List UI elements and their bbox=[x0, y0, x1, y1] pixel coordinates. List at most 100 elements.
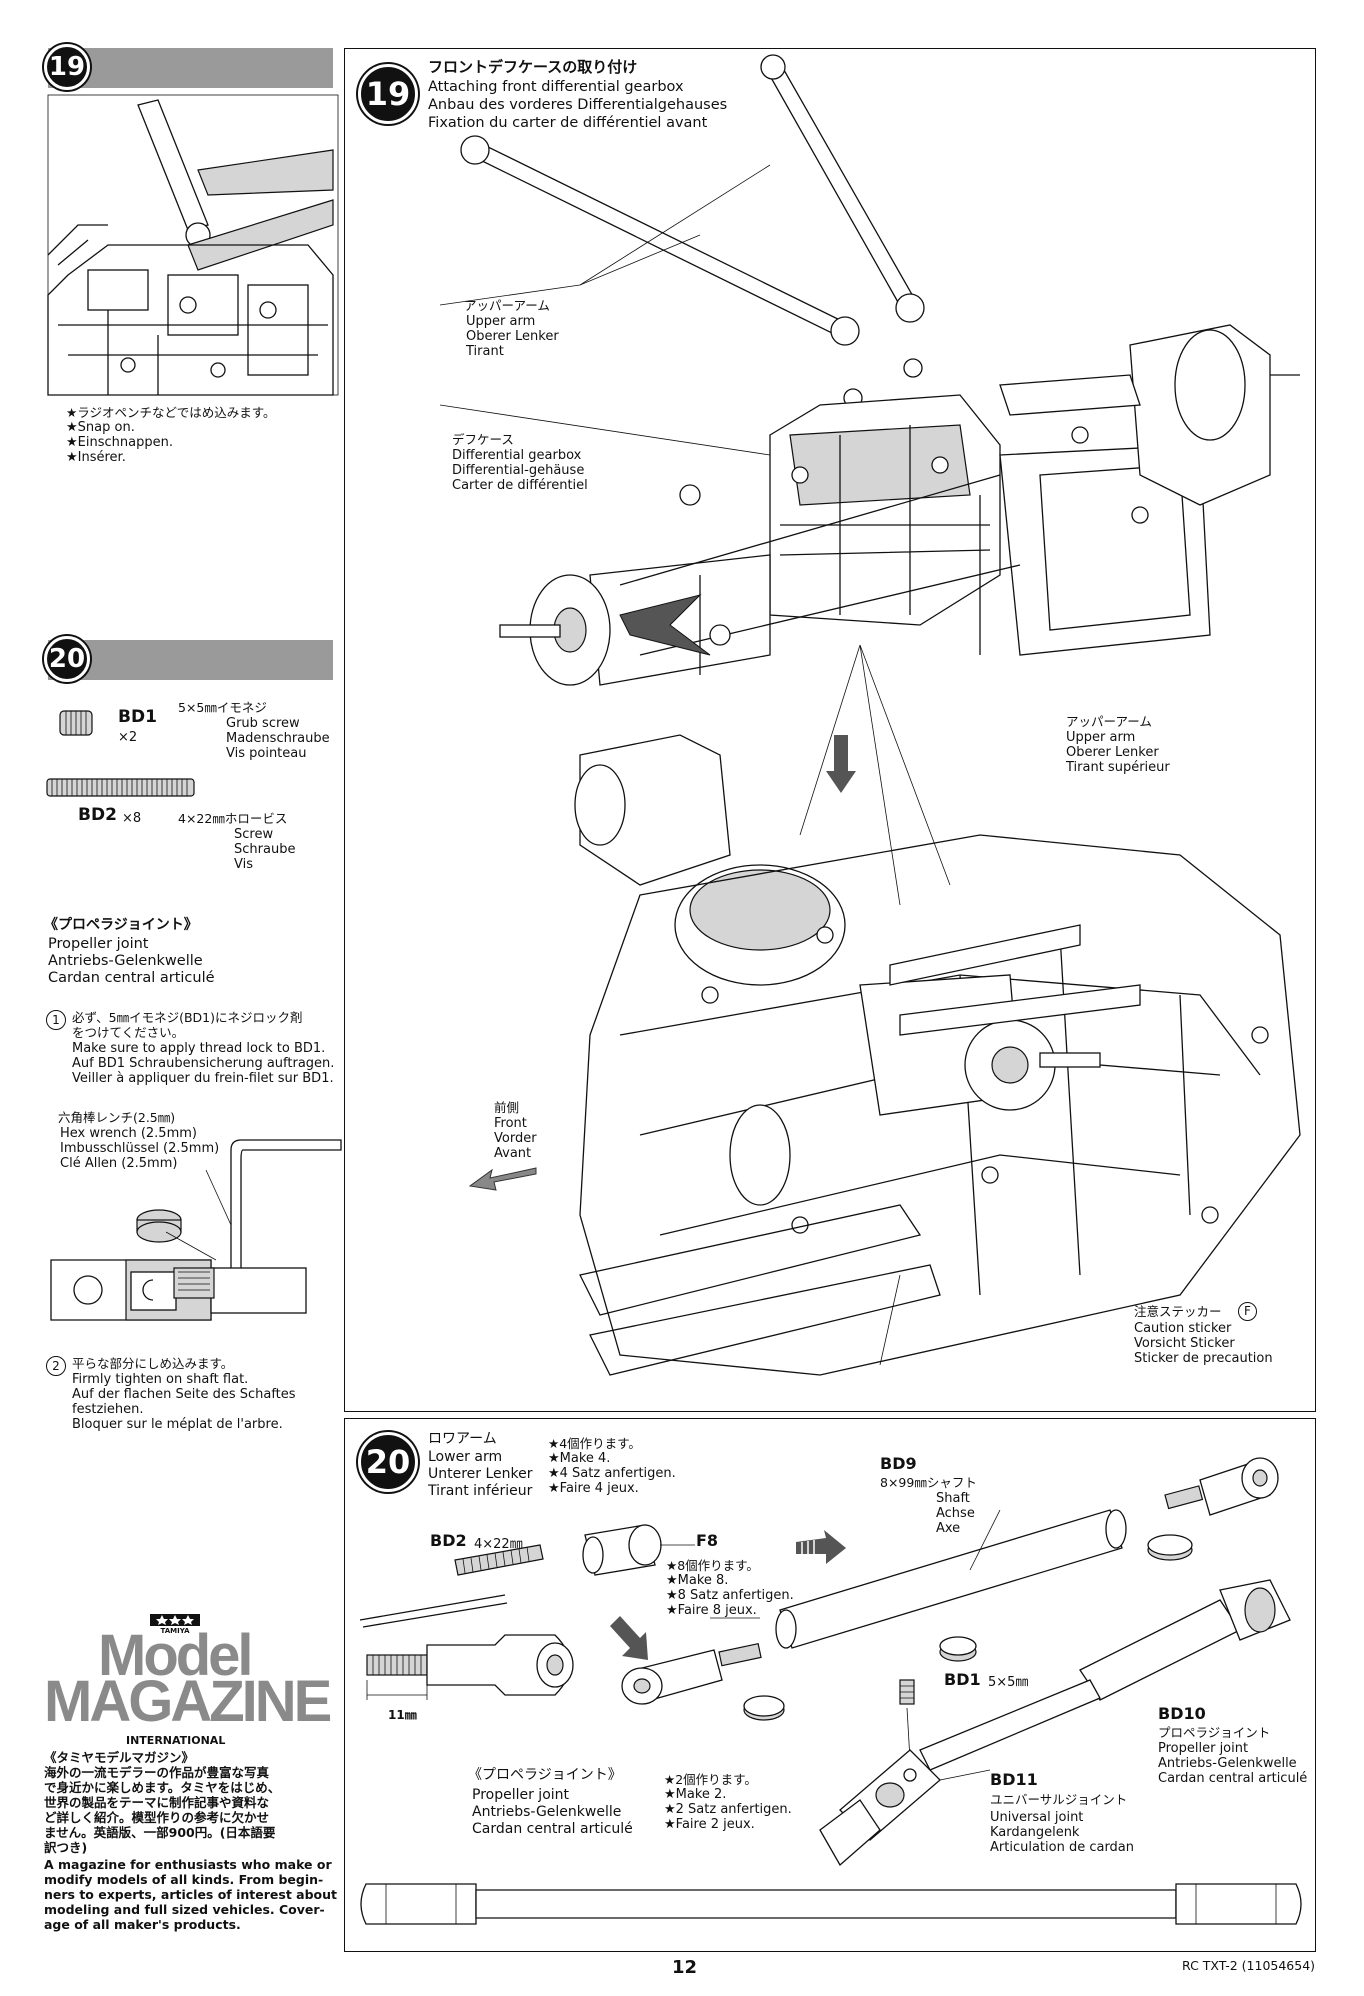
bd1-step20-size: 5×5㎜ bbox=[988, 1675, 1029, 1690]
bd10-en: Propeller joint bbox=[1158, 1741, 1249, 1756]
step-19-title-jp: フロントデフケースの取り付け bbox=[428, 58, 638, 76]
propeller-step20-de: Antriebs-Gelenkwelle bbox=[472, 1804, 622, 1820]
magazine-jp-line5: ません。英語版、一部900円。(日本語要 bbox=[44, 1825, 276, 1840]
chassis-assembly-illustration bbox=[574, 644, 1301, 1376]
rod-end-illustration bbox=[621, 1642, 785, 1721]
bd1-qty: ×2 bbox=[118, 730, 138, 745]
note-1-de: Auf BD1 Schraubensicherung auftragen. bbox=[72, 1056, 335, 1071]
front-label-de: Vorder bbox=[494, 1131, 537, 1146]
magazine-jp-line6: 訳つき) bbox=[44, 1840, 88, 1855]
note-2-en: Firmly tighten on shaft flat. bbox=[72, 1372, 249, 1387]
step-19-note-en: ★Snap on. bbox=[66, 420, 135, 435]
magazine-en-line5: age of all maker's products. bbox=[44, 1917, 241, 1932]
note-1-jp-line1: 必ず、5㎜イモネジ(BD1)にネジロック剤 bbox=[72, 1010, 303, 1025]
hex-wrench-en: Hex wrench (2.5mm) bbox=[60, 1126, 197, 1141]
magazine-sub: INTERNATIONAL bbox=[126, 1734, 226, 1747]
note-2-de-line1: Auf der flachen Seite des Schaftes bbox=[72, 1387, 296, 1402]
bd9-code: BD9 bbox=[880, 1454, 917, 1473]
upper-arm-label-fr: Tirant bbox=[466, 344, 504, 359]
step-19-note-fr: ★Insérer. bbox=[66, 450, 126, 465]
shaft-illustration bbox=[710, 1457, 1279, 1649]
bd1-size: 5×5㎜イモネジ bbox=[178, 700, 267, 715]
step-20-frame bbox=[344, 1418, 1316, 1952]
lower-arm-de: Unterer Lenker bbox=[428, 1466, 533, 1482]
step-19-big-number: 19 bbox=[358, 64, 418, 124]
step-19-header-bar bbox=[48, 48, 333, 88]
bd2-name-fr: Vis bbox=[234, 857, 253, 872]
step-19-number: 19 bbox=[44, 44, 90, 90]
page-number: 12 bbox=[672, 1957, 698, 1978]
bd2-name-en: Screw bbox=[234, 827, 274, 842]
magazine-jp-line2: で身近かに楽しめます。タミヤをはじめ、 bbox=[44, 1780, 281, 1795]
step-19-title-de: Anbau des vorderes Differentialgehauses bbox=[428, 97, 728, 113]
step-19-note-de: ★Einschnappen. bbox=[66, 435, 173, 450]
propeller-title-de: Antriebs-Gelenkwelle bbox=[48, 953, 203, 969]
propeller-title-jp: 《プロペラジョイント》 bbox=[44, 917, 198, 933]
bd1-code: BD1 bbox=[118, 707, 157, 727]
caution-sticker-en: Caution sticker bbox=[1134, 1321, 1232, 1336]
propeller-step20-jp: 《プロペラジョイント》 bbox=[468, 1767, 622, 1783]
propeller-joint-illustration bbox=[819, 1579, 1291, 1867]
step-19-title-fr: Fixation du carter de différentiel avant bbox=[428, 115, 708, 131]
hex-wrench-de: Imbusschlüssel (2.5mm) bbox=[60, 1141, 220, 1156]
full-size-shaft-illustration bbox=[360, 1883, 1302, 1925]
bd2-step20-size: 4×22㎜ bbox=[474, 1537, 523, 1552]
bd11-code: BD11 bbox=[990, 1770, 1038, 1789]
make8-de: ★8 Satz anfertigen. bbox=[666, 1588, 794, 1603]
make4-de: ★4 Satz anfertigen. bbox=[548, 1466, 676, 1481]
lower-arm-jp: ロワアーム bbox=[428, 1431, 497, 1447]
magazine-jp-line1: 海外の一流モデラーの作品が豊富な写真 bbox=[44, 1765, 270, 1780]
bd2-step20-code: BD2 bbox=[430, 1531, 467, 1550]
product-code: RC TXT-2 (11054654) bbox=[1182, 1958, 1316, 1973]
bd11-fr: Articulation de cardan bbox=[990, 1840, 1135, 1855]
diff-label-fr: Carter de différentiel bbox=[452, 478, 588, 493]
bd2-size: 4×22㎜ホロービス bbox=[178, 811, 288, 826]
step-19-frame bbox=[344, 48, 1316, 1412]
step-20-header-bar bbox=[48, 640, 333, 680]
f8-label: F8 bbox=[696, 1531, 719, 1550]
step-19-note-jp: ★ラジオペンチなどではめ込みます。 bbox=[66, 405, 276, 420]
make2-jp: ★2個作ります。 bbox=[664, 1772, 757, 1787]
upper-arm2-label-jp: アッパーアーム bbox=[1066, 714, 1152, 729]
bd9-fr: Axe bbox=[936, 1521, 961, 1536]
bd9-de: Achse bbox=[936, 1506, 975, 1521]
magazine-en-line1: A magazine for enthusiasts who make or bbox=[44, 1857, 332, 1872]
magazine-en-line4: modeling and full sized vehicles. Cover- bbox=[44, 1902, 325, 1917]
make8-fr: ★Faire 8 jeux. bbox=[666, 1603, 757, 1618]
magazine-title-magazine: MAGAZINE bbox=[44, 1669, 332, 1734]
bd2-qty: ×8 bbox=[122, 811, 142, 826]
magazine-title-model: Model bbox=[98, 1623, 254, 1688]
snap-on-illustration bbox=[47, 94, 339, 396]
diagonal-down-arrow-icon bbox=[610, 1616, 648, 1660]
upper-arm-label-jp: アッパーアーム bbox=[464, 298, 550, 313]
upper-arm-label-en: Upper arm bbox=[466, 314, 536, 329]
propeller-step20-fr: Cardan central articulé bbox=[472, 1821, 633, 1837]
bd10-fr: Cardan central articulé bbox=[1158, 1771, 1308, 1786]
caution-sticker-fr: Sticker de precaution bbox=[1134, 1351, 1273, 1366]
magazine-jp-title: 《タミヤモデルマガジン》 bbox=[44, 1750, 195, 1765]
bd1-name-de: Madenschraube bbox=[226, 731, 330, 746]
bd11-jp: ユニバーサルジョイント bbox=[990, 1792, 1128, 1807]
grub-screw-bd1-icon bbox=[939, 1636, 977, 1662]
note-2-fr: Bloquer sur le méplat de l'arbre. bbox=[72, 1417, 283, 1432]
note-1-en: Make sure to apply thread lock to BD1. bbox=[72, 1041, 326, 1056]
propeller-step20-en: Propeller joint bbox=[472, 1787, 570, 1803]
bd9-en: Shaft bbox=[936, 1491, 970, 1506]
make4-en: ★Make 4. bbox=[548, 1451, 611, 1466]
make2-de: ★2 Satz anfertigen. bbox=[664, 1802, 792, 1817]
magazine-en-line2: modify models of all kinds. From begin- bbox=[44, 1872, 324, 1887]
step-20-number: 20 bbox=[44, 636, 90, 682]
diff-label-jp: デフケース bbox=[452, 432, 514, 447]
caution-sticker-jp: 注意ステッカー bbox=[1134, 1304, 1222, 1319]
upper-arm-label-de: Oberer Lenker bbox=[466, 329, 559, 344]
note-1-marker: 1 bbox=[46, 1010, 66, 1030]
front-direction-arrow-icon bbox=[468, 1167, 537, 1191]
bd2-code: BD2 bbox=[78, 805, 117, 825]
make4-fr: ★Faire 4 jeux. bbox=[548, 1481, 639, 1496]
hex-wrench-fr: Clé Allen (2.5mm) bbox=[60, 1156, 178, 1171]
make2-fr: ★Faire 2 jeux. bbox=[664, 1817, 755, 1832]
lower-arm-fr: Tirant inférieur bbox=[428, 1483, 533, 1499]
right-arrow-icon bbox=[796, 1530, 846, 1564]
upper-arm2-label-fr: Tirant supérieur bbox=[1066, 760, 1170, 775]
note-1-jp-line2: をつけてください。 bbox=[72, 1025, 185, 1040]
